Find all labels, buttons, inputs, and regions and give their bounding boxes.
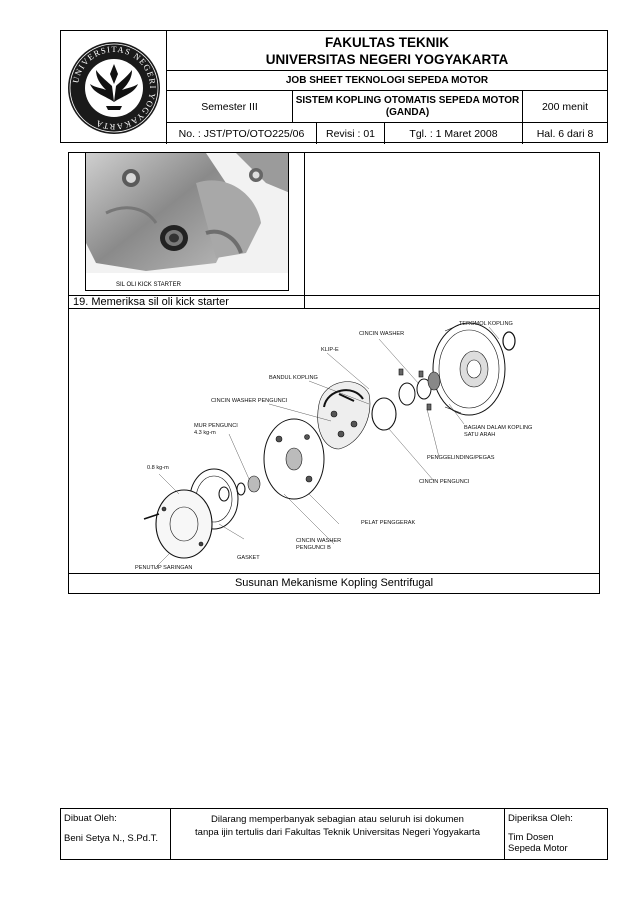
label-klip-e: KLIP-E	[321, 347, 339, 353]
label-teromol: TEROMOL KOPLING	[459, 321, 513, 327]
filter-cover-icon	[155, 489, 213, 559]
checked-by-line-2: Sepeda Motor	[508, 843, 568, 854]
made-by-name: Beni Setya N., S.Pd.T.	[64, 833, 158, 844]
checked-by-line-1: Tim Dosen	[508, 832, 554, 843]
label-cincin-pengunci: CINCIN PENGUNCI	[419, 479, 470, 485]
label-torque-1: 4.3 kg-m	[194, 430, 216, 436]
label-cincin-washer-b2: PENGUNCI B	[296, 545, 331, 551]
diagram-caption: Susunan Mekanisme Kopling Sentrifugal	[69, 573, 599, 593]
label-cincin-washer-b1: CINCIN WASHER	[296, 538, 341, 544]
photo-label: SIL OLI KICK STARTER	[116, 282, 181, 288]
copyright-notice: Dilarang memperbanyak sebagian atau selu…	[171, 809, 505, 859]
engine-photo-illustration	[86, 153, 288, 290]
label-pelat-penggerak: PELAT PENGGERAK	[361, 520, 415, 526]
header-info-row: Semester III SISTEM KOPLING OTOMATIS SEP…	[167, 91, 607, 123]
document-number: No. : JST/PTO/OTO225/06	[167, 123, 317, 144]
clutch-shoe-icon	[317, 381, 371, 450]
label-bagian-dalam: BAGIAN DALAM KOPLING	[464, 425, 532, 431]
label-satu-arah: SATU ARAH	[464, 432, 495, 438]
label-cincin-washer-pengunci: CINCIN WASHER PENGUNCI	[211, 398, 288, 404]
checked-by-label: Diperiksa Oleh:	[508, 813, 573, 824]
checked-by-cell: Diperiksa Oleh: Tim Dosen Sepeda Motor	[505, 809, 607, 859]
label-gasket: GASKET	[237, 555, 260, 561]
job-sheet-title: JOB SHEET TEKNOLOGI SEPEDA MOTOR	[167, 71, 607, 91]
label-bandul: BANDUL KOPLING	[269, 375, 318, 381]
faculty-name: FAKULTAS TEKNIK	[325, 35, 449, 50]
clutch-diagram: TEROMOL KOPLING CINCIN WASHER KLIP-E BAN…	[69, 309, 599, 573]
notice-line-1: Dilarang memperbanyak sebagian atau selu…	[211, 814, 464, 825]
document-header: UNIVERSITAS NEGERI YOGYAKARTA FAKULTAS T…	[60, 30, 608, 144]
notice-line-2: tanpa ijin tertulis dari Fakultas Teknik…	[195, 827, 480, 838]
university-name: UNIVERSITAS NEGERI YOGYAKARTA	[265, 52, 509, 67]
revision: Revisi : 01	[317, 123, 385, 144]
label-torque-2: 0.8 kg-m	[147, 465, 169, 471]
semester: Semester III	[167, 91, 293, 122]
label-mur-pengunci: MUR PENGUNCI	[194, 423, 238, 429]
date: Tgl. : 1 Maret 2008	[385, 123, 523, 144]
drive-plate-icon	[263, 418, 325, 500]
label-penutup: PENUTUP SARINGAN	[135, 565, 192, 571]
step-text: 19. Memeriksa sil oli kick starter	[69, 296, 305, 308]
made-by-label: Dibuat Oleh:	[64, 813, 117, 824]
university-logo: UNIVERSITAS NEGERI YOGYAKARTA	[61, 31, 167, 144]
kick-starter-photo: SIL OLI KICK STARTER	[85, 153, 289, 291]
step-row: 19. Memeriksa sil oli kick starter	[69, 295, 599, 309]
duration: 200 menit	[541, 100, 589, 113]
label-penggelinding: PENGGELINDING/PEGAS	[427, 455, 495, 461]
topic: SISTEM KOPLING OTOMATIS SEPEDA MOTOR (GA…	[293, 91, 523, 122]
clutch-exploded-view: TEROMOL KOPLING CINCIN WASHER KLIP-E BAN…	[135, 321, 532, 571]
document-footer: Dibuat Oleh: Beni Setya N., S.Pd.T. Dila…	[60, 808, 608, 860]
page-number: Hal. 6 dari 8	[536, 127, 594, 140]
label-cincin-washer: CINCIN WASHER	[359, 331, 404, 337]
made-by-cell: Dibuat Oleh: Beni Setya N., S.Pd.T.	[61, 809, 171, 859]
header-title: FAKULTAS TEKNIK UNIVERSITAS NEGERI YOGYA…	[167, 31, 607, 71]
header-meta-row: No. : JST/PTO/OTO225/06 Revisi : 01 Tgl.…	[167, 123, 607, 144]
clutch-drum-icon	[432, 322, 506, 416]
content-table: SIL OLI KICK STARTER 19. Memeriksa sil o…	[68, 152, 600, 594]
photo-cell: SIL OLI KICK STARTER	[69, 153, 305, 295]
uny-seal-icon: UNIVERSITAS NEGERI YOGYAKARTA	[67, 41, 160, 134]
